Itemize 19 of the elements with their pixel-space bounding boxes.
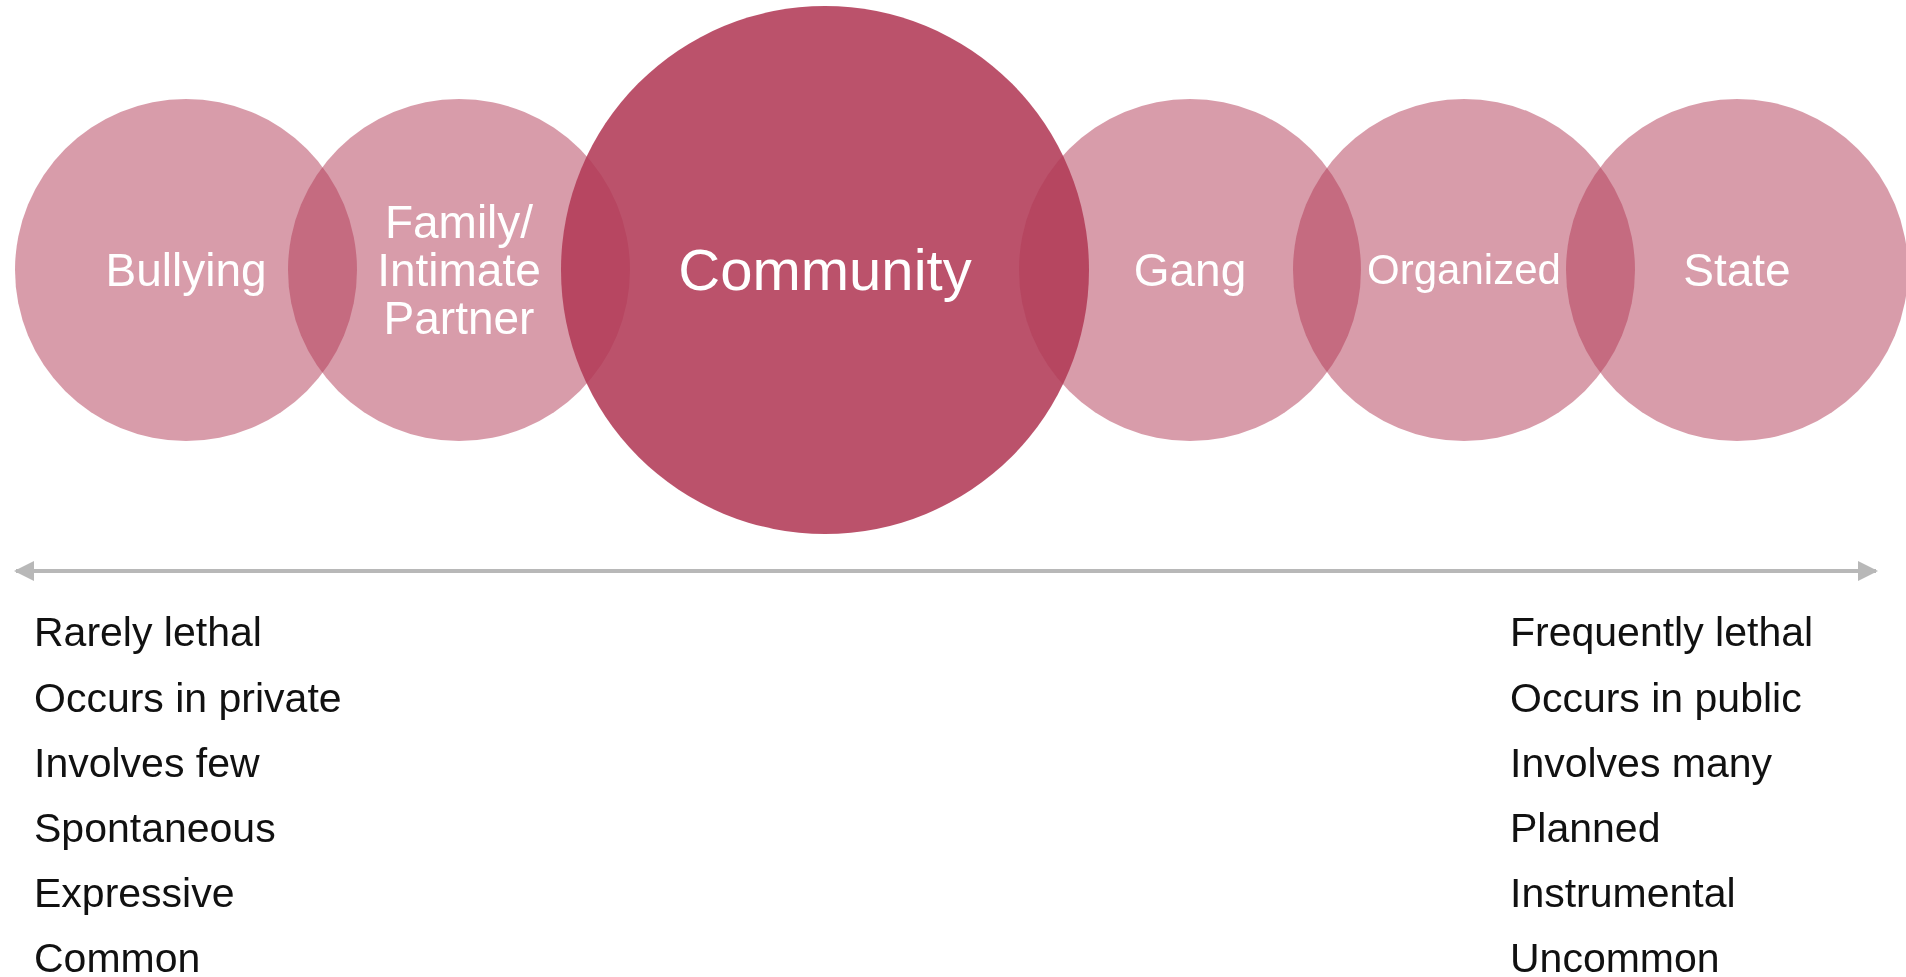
- trait-label: Frequently lethal: [1510, 612, 1814, 653]
- trait-label: Rarely lethal: [34, 612, 262, 653]
- circle-label: Bullying: [105, 245, 267, 295]
- trait-label: Involves many: [1510, 743, 1773, 784]
- trait-label: Occurs in private: [34, 678, 342, 719]
- circle-label: Community: [678, 239, 972, 301]
- trait-label: Expressive: [34, 873, 235, 914]
- circle-label: State: [1683, 245, 1791, 295]
- trait-label: Instrumental: [1510, 873, 1736, 914]
- trait-label: Spontaneous: [34, 808, 276, 849]
- trait-label: Occurs in public: [1510, 678, 1802, 719]
- circle-label: Family/ Intimate Partner: [376, 197, 542, 343]
- circle-label: Gang: [1133, 245, 1247, 295]
- trait-label: Common: [34, 938, 201, 977]
- trait-label: Uncommon: [1510, 938, 1720, 977]
- category-circle: [561, 6, 1089, 534]
- circle-label: Organized: [1367, 247, 1561, 293]
- trait-label: Planned: [1510, 808, 1661, 849]
- trait-label: Involves few: [34, 743, 260, 784]
